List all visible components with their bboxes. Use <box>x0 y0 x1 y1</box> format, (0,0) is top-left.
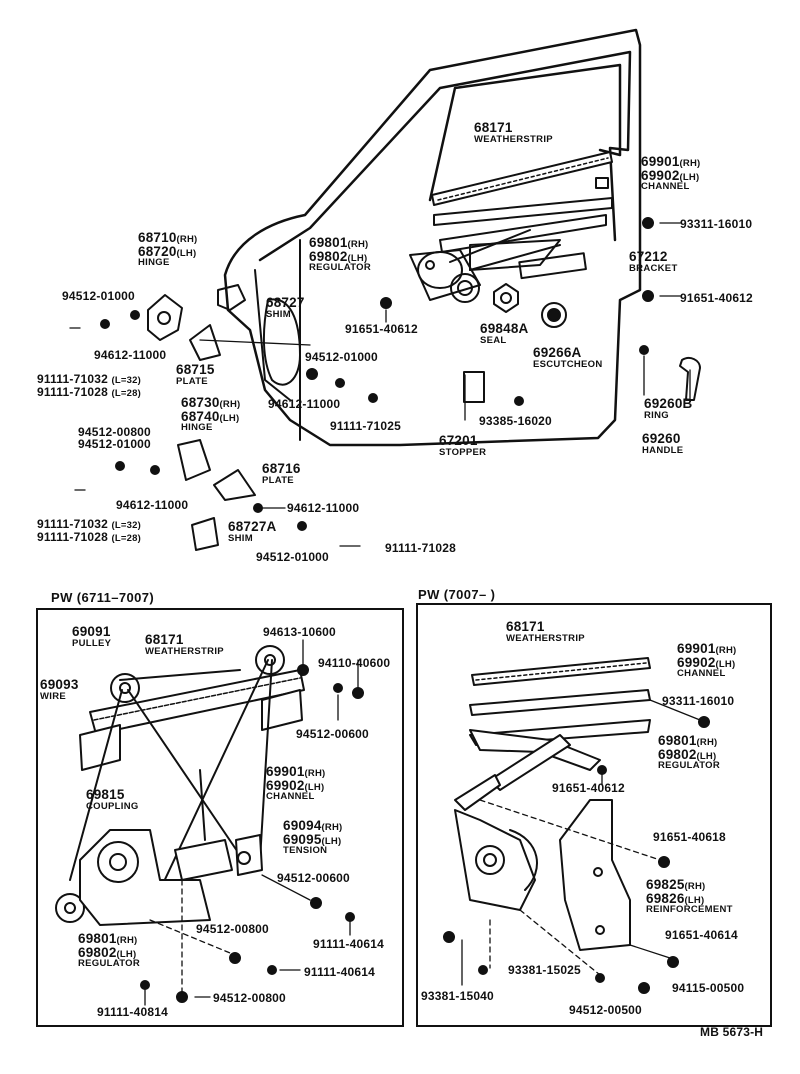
label-pulley: 69091 PULLEY <box>72 624 112 649</box>
label-hinge-lower: 68730(RH) 68740(LH) HINGE <box>181 395 241 433</box>
pw-right-frame <box>416 603 772 1027</box>
label-reinforcement: 69825(RH) 69826(LH) REINFORCEMENT <box>646 877 733 915</box>
label-91111-40614-a: 91111-40614 <box>313 937 384 951</box>
label-94512-lower-pair: 94512-00800 94512-01000 <box>78 425 151 451</box>
label-weatherstrip-pw-left: 68171 WEATHERSTRIP <box>145 632 224 657</box>
pw-left-title: PW (6711–7007) <box>51 590 155 605</box>
label-channel-pw-right: 69901(RH) 69902(LH) CHANNEL <box>677 641 737 679</box>
weatherstrip-top <box>431 151 613 226</box>
hinge-upper <box>147 284 256 551</box>
label-94512-01000-a: 94512-01000 <box>62 289 135 303</box>
label-93381-15025: 93381-15025 <box>508 963 581 977</box>
pw-right-leaders <box>461 699 701 986</box>
label-94512-00500: 94512-00500 <box>569 1003 642 1017</box>
label-94110-40600: 94110-40600 <box>318 656 391 670</box>
label-shim-upper: 68727 SHIM <box>266 295 305 320</box>
label-tension: 69094(RH) 69095(LH) TENSION <box>283 818 343 856</box>
label-94512-01000-d: 94512-01000 <box>256 550 329 564</box>
label-94613-10600: 94613-10600 <box>263 625 336 639</box>
label-91111-lower: 91111-71032 (L=32) 91111-71028 (L=28) <box>37 517 141 544</box>
label-94115-00500: 94115-00500 <box>672 981 745 995</box>
label-channel-top: 69901(RH) 69902(LH) CHANNEL <box>641 154 701 192</box>
label-93311-16010-pw: 93311-16010 <box>662 694 735 708</box>
label-93311-16010: 93311-16010 <box>680 217 753 231</box>
label-hinge-upper: 68710(RH) 68720(LH) HINGE <box>138 230 198 268</box>
label-plate-lower: 68716 PLATE <box>262 461 301 486</box>
label-94612-11000-c: 94612-11000 <box>116 498 189 512</box>
label-91651-40612-right: 91651-40612 <box>680 291 753 305</box>
label-stopper: 67201 STOPPER <box>439 433 487 458</box>
label-plate-upper: 68715 PLATE <box>176 362 215 387</box>
label-shim-lower: 68727A SHIM <box>228 519 277 544</box>
label-94512-00600-b: 94512-00600 <box>277 871 350 885</box>
label-bracket: 67212 BRACKET <box>629 249 678 274</box>
stopper-handle <box>463 357 701 403</box>
regulator-top <box>409 214 607 303</box>
label-93385-16020: 93385-16020 <box>479 414 552 428</box>
door-inner-panel <box>254 239 301 441</box>
label-91111-upper: 91111-71032 (L=32) 91111-71028 (L=28) <box>37 372 141 399</box>
label-91111-40614-b: 91111-40614 <box>304 965 375 979</box>
label-escutcheon: 69266A ESCUTCHEON <box>533 345 603 370</box>
label-91651-40612-center: 91651-40612 <box>345 322 418 336</box>
label-handle: 69260 HANDLE <box>642 431 684 456</box>
pw-left-art <box>55 645 305 926</box>
pw-right-fasteners <box>443 716 710 994</box>
label-91111-71028-b: 91111-71028 <box>385 541 456 555</box>
label-91651-40612-pw: 91651-40612 <box>552 781 625 795</box>
label-seal: 69848A SEAL <box>480 321 529 346</box>
fasteners-top <box>100 217 654 531</box>
label-91111-40814: 91111-40814 <box>97 1005 168 1019</box>
label-regulator-pw-right: 69801(RH) 69802(LH) REGULATOR <box>658 733 720 771</box>
label-regulator-pw-left: 69801(RH) 69802(LH) REGULATOR <box>78 931 140 969</box>
seal-escutcheon-top <box>493 283 567 328</box>
pw-left-fasteners <box>140 664 364 1003</box>
label-regulator-top: 69801(RH) 69802(LH) REGULATOR <box>309 235 371 273</box>
label-94512-01000-b: 94512-01000 <box>305 350 378 364</box>
label-ring: 69260B RING <box>644 396 693 421</box>
label-channel-pw-left: 69901(RH) 69902(LH) CHANNEL <box>266 764 326 802</box>
label-94612-11000-a: 94612-11000 <box>94 348 167 362</box>
label-weatherstrip-pw-right: 68171 WEATHERSTRIP <box>506 619 585 644</box>
pw-right-art <box>454 657 651 951</box>
label-94612-11000-b: 94612-11000 <box>268 397 341 411</box>
door-outline <box>223 28 642 447</box>
pw-left-leaders <box>144 639 359 1006</box>
label-91111-71025: 91111-71025 <box>330 419 401 433</box>
figure-code: MB 5673-H <box>700 1025 764 1039</box>
label-93381-15040: 93381-15040 <box>421 989 494 1003</box>
pw-right-title: PW (7007– ) <box>418 587 496 602</box>
label-weatherstrip-top: 68171 WEATHERSTRIP <box>474 120 553 145</box>
pw-left-frame <box>36 608 404 1027</box>
label-91651-40614: 91651-40614 <box>665 928 738 942</box>
label-94512-00800-b: 94512-00800 <box>213 991 286 1005</box>
label-94612-11000-d: 94612-11000 <box>287 501 360 515</box>
label-wire: 69093 WIRE <box>40 677 79 702</box>
label-coupling: 69815 COUPLING <box>86 787 139 812</box>
label-91651-40618: 91651-40618 <box>653 830 726 844</box>
label-94512-00600-a: 94512-00600 <box>296 727 369 741</box>
label-94512-00800-a: 94512-00800 <box>196 922 269 936</box>
